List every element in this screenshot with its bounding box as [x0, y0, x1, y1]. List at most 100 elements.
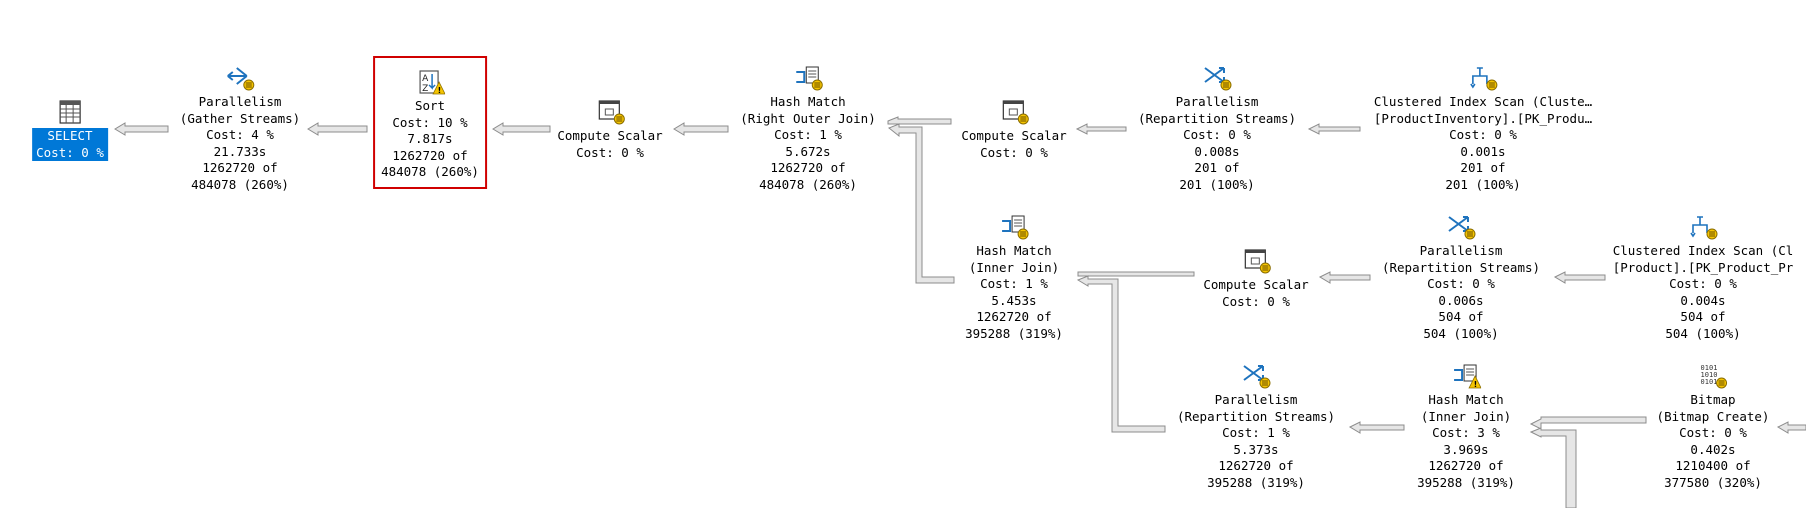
plan-node-hash-match-inner[interactable]: ! Hash Match (Inner Join) Cost: 3 % 3.96… — [1417, 362, 1515, 492]
arrow-bitmap-to-hminner2 — [1529, 416, 1647, 430]
node-estimate: 395288 (319%) — [965, 325, 1063, 341]
plan-node-parallelism-repartition[interactable]: Parallelism (Repartition Streams) Cost: … — [1177, 362, 1335, 492]
node-subtitle: (Inner Join) — [1420, 408, 1512, 424]
node-cost: Cost: 0 % — [1679, 425, 1747, 441]
node-title: Hash Match — [976, 243, 1052, 258]
node-subtitle: (Repartition Streams) — [1176, 408, 1336, 424]
svg-text:0101: 0101 — [1701, 378, 1718, 386]
arrow-par2-to-cs3 — [1318, 271, 1371, 284]
node-title: Bitmap — [1690, 392, 1736, 407]
node-cost: Cost: 0 % — [1427, 276, 1495, 292]
arrow-par1-to-cs2 — [1075, 123, 1127, 135]
plan-node-hash-match-outer[interactable]: Hash Match (Right Outer Join) Cost: 1 % … — [740, 64, 876, 194]
svg-text:A: A — [422, 74, 429, 84]
node-cost: Cost: 0 % — [32, 144, 108, 162]
node-title: Compute Scalar — [1203, 277, 1309, 292]
parallelism-gather-icon — [227, 67, 255, 91]
node-cost: Cost: 0 % — [576, 144, 644, 160]
node-cost: Cost: 0 % — [1183, 127, 1251, 143]
node-cost: Cost: 0 % — [1669, 276, 1737, 292]
arrow-offscreen-to-bitmap — [1776, 421, 1806, 434]
clustered-index-scan-icon — [1690, 216, 1718, 240]
plan-node-compute-scalar[interactable]: Compute Scalar Cost: 0 % — [961, 98, 1067, 161]
node-time: 5.373s — [1233, 441, 1279, 457]
svg-text:1010: 1010 — [1701, 371, 1718, 379]
arrow-hminner1-to-hmouter — [888, 123, 955, 284]
compute-scalar-icon — [1244, 249, 1271, 274]
node-cost: Cost: 3 % — [1432, 425, 1500, 441]
node-time: 0.008s — [1194, 143, 1240, 159]
node-estimate: 484078 (260%) — [191, 176, 289, 192]
node-time: 0.402s — [1690, 441, 1736, 457]
plan-node-parallelism-repartition[interactable]: Parallelism (Repartition Streams) Cost: … — [1138, 64, 1296, 194]
plan-node-parallelism-gather[interactable]: Parallelism (Gather Streams) Cost: 4 % 2… — [180, 64, 300, 194]
sort-warning-icon: A Z ! — [419, 70, 445, 95]
node-title: Parallelism — [1419, 243, 1503, 258]
node-estimate: 201 (100%) — [1179, 176, 1255, 192]
svg-text:Z: Z — [422, 84, 428, 94]
node-rows: 1262720 of — [770, 160, 846, 176]
node-estimate: 504 (100%) — [1423, 325, 1499, 341]
node-title: Hash Match — [1428, 392, 1504, 407]
plan-node-clustered-index-scan[interactable]: Clustered Index Scan (Cluste… [ProductIn… — [1374, 64, 1592, 194]
node-estimate: 504 (100%) — [1665, 325, 1741, 341]
node-cost: Cost: 10 % — [392, 114, 468, 130]
node-rows: 1210400 of — [1675, 458, 1751, 474]
hash-match-icon — [796, 66, 823, 91]
node-cost: Cost: 0 % — [1449, 127, 1517, 143]
node-title: Parallelism — [198, 94, 282, 109]
arrow-cis1-to-par1 — [1307, 123, 1361, 135]
node-rows: 1262720 of — [1218, 458, 1294, 474]
arrow-par3-to-hminner1 — [1076, 275, 1166, 433]
svg-text:!: ! — [1474, 380, 1478, 389]
arrow-gather-to-select — [114, 122, 169, 136]
node-object: [ProductInventory].[PK_Produ… — [1373, 110, 1593, 126]
plan-node-parallelism-repartition[interactable]: Parallelism (Repartition Streams) Cost: … — [1382, 213, 1540, 343]
node-cost: Cost: 1 % — [1222, 425, 1290, 441]
svg-text:!: ! — [438, 86, 442, 95]
node-time: 0.004s — [1680, 292, 1726, 308]
arrow-cs2-to-hm — [887, 116, 952, 125]
plan-node-hash-match-inner[interactable]: Hash Match (Inner Join) Cost: 1 % 5.453s… — [965, 213, 1063, 343]
hash-match-icon — [1002, 215, 1029, 240]
node-title: Compute Scalar — [557, 128, 663, 143]
hash-match-warning-icon: ! — [1454, 364, 1481, 389]
node-title: Clustered Index Scan (Cl — [1612, 243, 1794, 258]
plan-node-clustered-index-scan[interactable]: Clustered Index Scan (Cl [Product].[PK_P… — [1613, 213, 1798, 343]
node-rows: 201 of — [1460, 160, 1506, 176]
plan-node-compute-scalar[interactable]: Compute Scalar Cost: 0 % — [557, 98, 663, 161]
node-title: Clustered Index Scan (Cluste… — [1373, 94, 1593, 109]
parallelism-repartition-icon — [1204, 67, 1232, 91]
node-time: 7.817s — [407, 131, 453, 147]
node-estimate: 395288 (319%) — [1417, 474, 1515, 490]
plan-node-select[interactable]: SELECT Cost: 0 % — [32, 98, 108, 162]
node-title: Sort — [414, 98, 446, 113]
parallelism-repartition-icon — [1448, 216, 1476, 240]
clustered-index-scan-icon — [1470, 67, 1498, 91]
node-cost: Cost: 1 % — [980, 276, 1048, 292]
node-rows: 1262720 of — [976, 309, 1052, 325]
node-subtitle: (Repartition Streams) — [1381, 259, 1541, 275]
node-time: 5.672s — [785, 143, 831, 159]
node-estimate: 377580 (320%) — [1664, 474, 1762, 490]
arrow-cs1-to-sort — [492, 122, 551, 136]
compute-scalar-icon — [1002, 100, 1029, 125]
svg-text:0101: 0101 — [1701, 364, 1718, 372]
node-cost: Cost: 4 % — [206, 127, 274, 143]
plan-node-compute-scalar[interactable]: Compute Scalar Cost: 0 % — [1203, 247, 1309, 310]
node-title: Compute Scalar — [961, 128, 1067, 143]
arrow-hm-to-cs1 — [673, 122, 729, 136]
node-cost: Cost: 0 % — [1222, 293, 1290, 309]
node-title: Parallelism — [1175, 94, 1259, 109]
node-rows: 504 of — [1680, 309, 1726, 325]
node-time: 21.733s — [213, 143, 267, 159]
plan-node-sort[interactable]: A Z ! Sort Cost: 10 % 7.817s 1262720 of … — [373, 56, 487, 189]
node-rows: 504 of — [1438, 309, 1484, 325]
node-subtitle: (Inner Join) — [968, 259, 1060, 275]
node-estimate: 484078 (260%) — [381, 164, 479, 180]
node-subtitle: (Repartition Streams) — [1137, 110, 1297, 126]
arrow-hminner2-to-par3 — [1348, 421, 1405, 434]
